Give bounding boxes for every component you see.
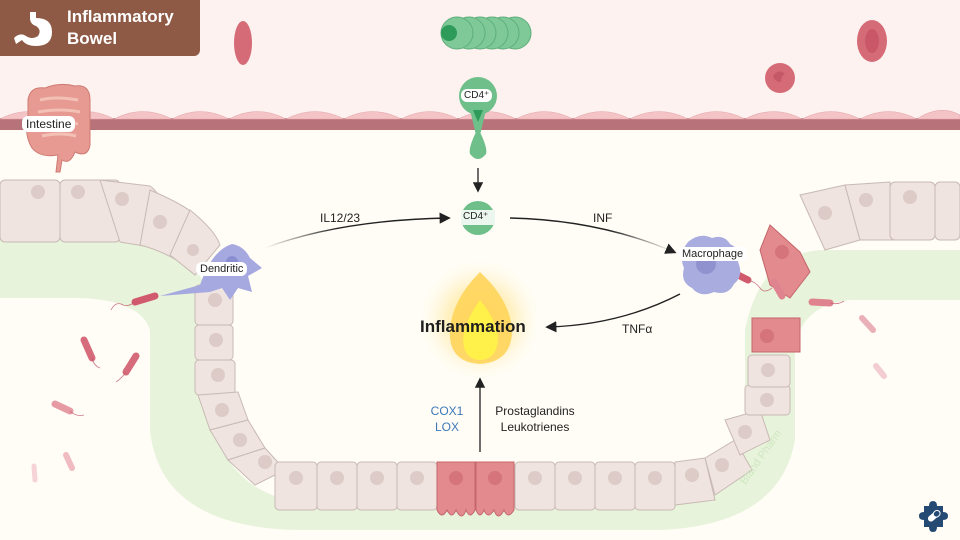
intestine-label: Intestine — [22, 116, 76, 132]
red-blood-cells — [234, 20, 887, 93]
macrophage-label: Macrophage — [678, 247, 748, 261]
cd4-vessel-label: CD4⁺ — [461, 89, 493, 102]
cell-nuclei — [31, 185, 917, 485]
lox-label: LOX — [434, 420, 459, 434]
puzzle-pill-icon — [919, 501, 948, 532]
arrow-il12-23 — [264, 212, 451, 249]
arrow-inf — [509, 217, 677, 254]
stomach-icon — [14, 12, 52, 46]
prostaglandins-label: Prostaglandins — [495, 404, 575, 418]
inflammation-label: Inflammation — [420, 317, 526, 336]
macrophage-cell — [681, 235, 741, 295]
epithelium — [0, 179, 960, 511]
tnfa-label: TNFα — [622, 322, 653, 336]
bacteria — [31, 268, 887, 483]
title-badge: Inflammatory Bowel — [0, 0, 200, 56]
cd4-center-label: CD4⁺ — [463, 211, 489, 222]
rolling-cd4-cells — [440, 16, 532, 50]
flame-icon — [449, 272, 512, 364]
page-title: Inflammatory Bowel — [67, 7, 174, 48]
arrow-tnfa — [545, 293, 681, 333]
leukotrienes-label: Leukotrienes — [500, 420, 570, 434]
cox1-label: COX1 — [430, 404, 464, 418]
il12-23-label: IL12/23 — [320, 211, 361, 225]
dendritic-label: Dendritic — [196, 262, 248, 276]
inf-label: INF — [593, 211, 613, 225]
cd4-cell — [461, 201, 495, 235]
